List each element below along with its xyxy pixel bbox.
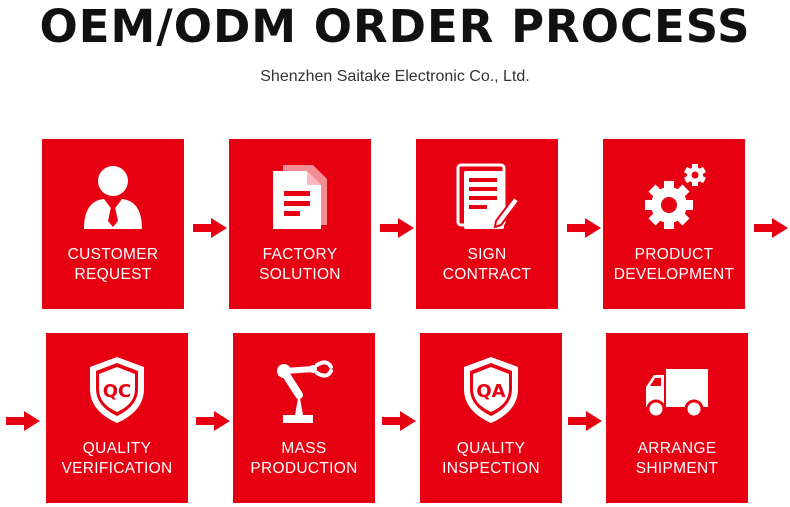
- truck-icon: [642, 355, 712, 425]
- arrow-right-icon: [568, 411, 602, 431]
- gears-icon: [639, 161, 709, 231]
- arrow-right-icon: [567, 218, 601, 238]
- robot-arm-icon: [269, 355, 339, 425]
- customer-icon: [78, 161, 148, 231]
- page-title: OEM/ODM ORDER PROCESS: [39, 0, 751, 53]
- company-name: Shenzhen Saitake Electronic Co., Ltd.: [260, 68, 530, 85]
- arrow-right-icon: [193, 218, 227, 238]
- contract-icon: [452, 161, 522, 231]
- arrow-right-icon: [380, 218, 414, 238]
- arrow-right-icon: [196, 411, 230, 431]
- svg-text:QC: QC: [103, 381, 132, 402]
- document-icon: [265, 161, 335, 231]
- arrow-right-icon: [382, 411, 416, 431]
- arrow-right-icon: [6, 411, 40, 431]
- arrow-right-icon: [754, 218, 788, 238]
- qc-shield-icon: QC: [82, 355, 152, 425]
- qa-shield-icon: QA: [456, 355, 526, 425]
- svg-text:QA: QA: [476, 381, 505, 402]
